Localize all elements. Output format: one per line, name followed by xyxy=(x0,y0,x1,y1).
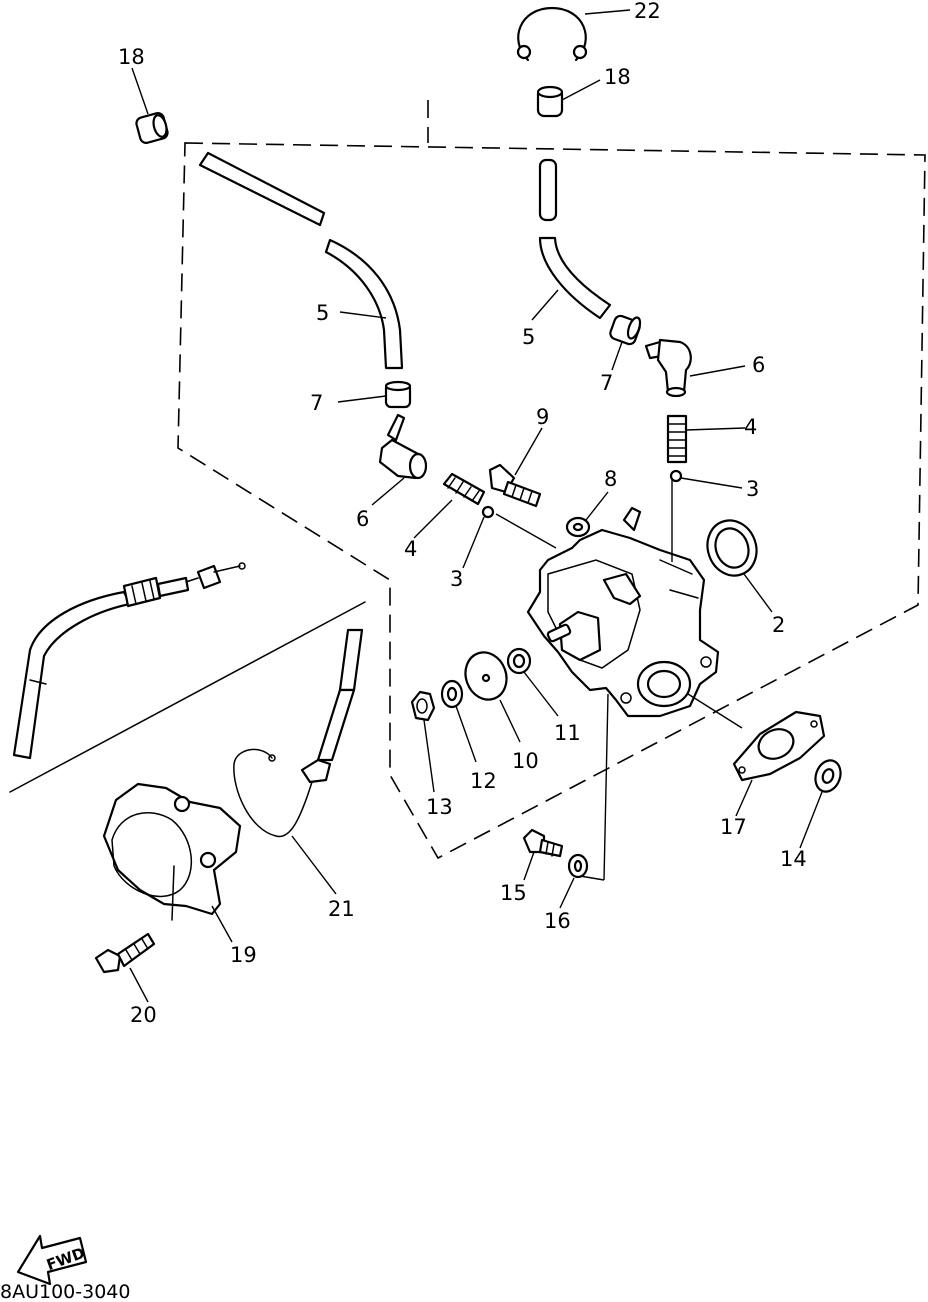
part-number-labels: 22 18 18 5 5 7 7 6 6 9 4 3 8 4 3 2 11 10… xyxy=(118,0,807,1027)
label-21: 21 xyxy=(328,897,355,921)
label-14: 14 xyxy=(780,847,807,871)
assembly-boundary xyxy=(177,100,926,860)
gasket-part-17 xyxy=(732,710,826,817)
union-part-7-left xyxy=(337,380,412,409)
hose-part-5-left xyxy=(198,151,404,370)
label-5-left: 5 xyxy=(316,301,329,325)
nut-part-13 xyxy=(410,690,436,793)
label-17: 17 xyxy=(720,815,747,839)
bolt-part-9 xyxy=(488,427,543,508)
label-9: 9 xyxy=(536,405,549,429)
label-20: 20 xyxy=(130,1003,157,1027)
elbow-part-6-right xyxy=(644,338,746,398)
label-2: 2 xyxy=(772,613,785,637)
ball-part-3-right xyxy=(669,469,743,489)
label-13: 13 xyxy=(426,795,453,819)
label-7-left: 7 xyxy=(310,391,323,415)
label-8: 8 xyxy=(604,467,617,491)
sleeve-part-18-right xyxy=(536,79,601,118)
pump-cable-upper xyxy=(12,562,246,760)
fwd-arrow-icon: FWD xyxy=(16,1234,87,1286)
elbow-part-6-left xyxy=(371,413,428,506)
sleeve-part-18-left xyxy=(131,67,169,144)
label-6-left: 6 xyxy=(356,507,369,531)
spring-part-4-right xyxy=(666,414,746,464)
label-16: 16 xyxy=(544,909,571,933)
label-15: 15 xyxy=(500,881,527,905)
hose-part-5-right xyxy=(531,158,612,321)
label-11: 11 xyxy=(554,721,581,745)
label-7-right: 7 xyxy=(600,371,613,395)
oil-pump-body xyxy=(495,480,743,881)
label-22: 22 xyxy=(634,0,661,23)
washer-part-11 xyxy=(506,647,559,717)
label-3-left: 3 xyxy=(450,567,463,591)
label-3-right: 3 xyxy=(746,477,759,501)
label-6-right: 6 xyxy=(752,353,765,377)
label-5-right: 5 xyxy=(522,325,535,349)
washer-part-16 xyxy=(559,853,605,909)
clip-part-22 xyxy=(516,6,631,62)
bolt-part-15 xyxy=(522,828,564,881)
label-4-left: 4 xyxy=(404,537,417,561)
ball-part-3-left xyxy=(462,505,495,569)
washer-part-10 xyxy=(464,651,521,743)
bolt-part-20 xyxy=(94,932,156,1003)
drawing-code: 8AU100-3040 xyxy=(0,1281,130,1302)
label-18-right: 18 xyxy=(604,65,631,89)
washer-part-14 xyxy=(799,759,842,849)
label-18-left: 18 xyxy=(118,45,145,69)
washer-part-8 xyxy=(565,491,609,538)
detail-divider-line xyxy=(9,601,366,793)
label-10: 10 xyxy=(512,749,539,773)
oil-seal-part-2 xyxy=(706,519,773,613)
washer-part-12 xyxy=(440,679,477,763)
spring-part-4-left xyxy=(413,472,486,539)
label-19: 19 xyxy=(230,943,257,967)
label-4-right: 4 xyxy=(744,415,757,439)
cable-part-21 xyxy=(233,628,364,895)
union-part-7-right xyxy=(609,314,642,371)
label-12: 12 xyxy=(470,769,497,793)
pump-cover-part-19 xyxy=(102,782,242,943)
